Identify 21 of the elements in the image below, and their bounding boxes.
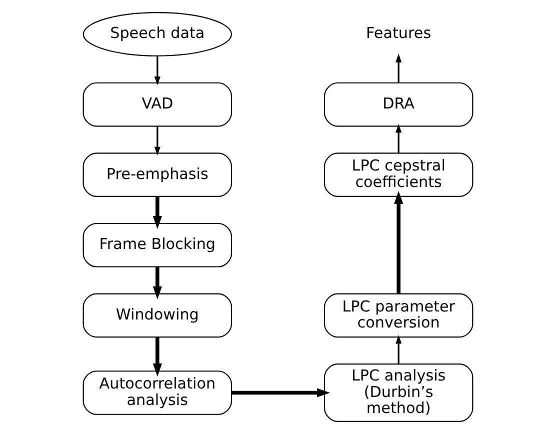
node-box: Windowing [82,293,232,338]
arrow [154,126,160,156]
node-text: Features [366,24,431,42]
arrow [394,190,403,294]
node-box: Autocorrelation analysis [82,370,232,415]
arrow [395,54,402,83]
node-box: Pre-emphasis [82,152,232,197]
node-box: Frame Blocking [82,222,232,268]
node-box: DRA [323,82,473,127]
arrow [395,334,402,364]
node-box: LPC parameter conversion [323,293,473,338]
node-box: VAD [82,82,232,127]
arrow [152,337,162,377]
node-ellipse: Speech data [82,12,232,56]
node-box: LPC cepstral coefficients [323,152,473,197]
arrow [154,56,160,86]
arrow [152,196,162,230]
arrow [395,124,402,154]
arrow [152,267,162,300]
node-box: LPC analysis (Durbin’s method) [323,364,473,422]
arrow [231,388,330,398]
